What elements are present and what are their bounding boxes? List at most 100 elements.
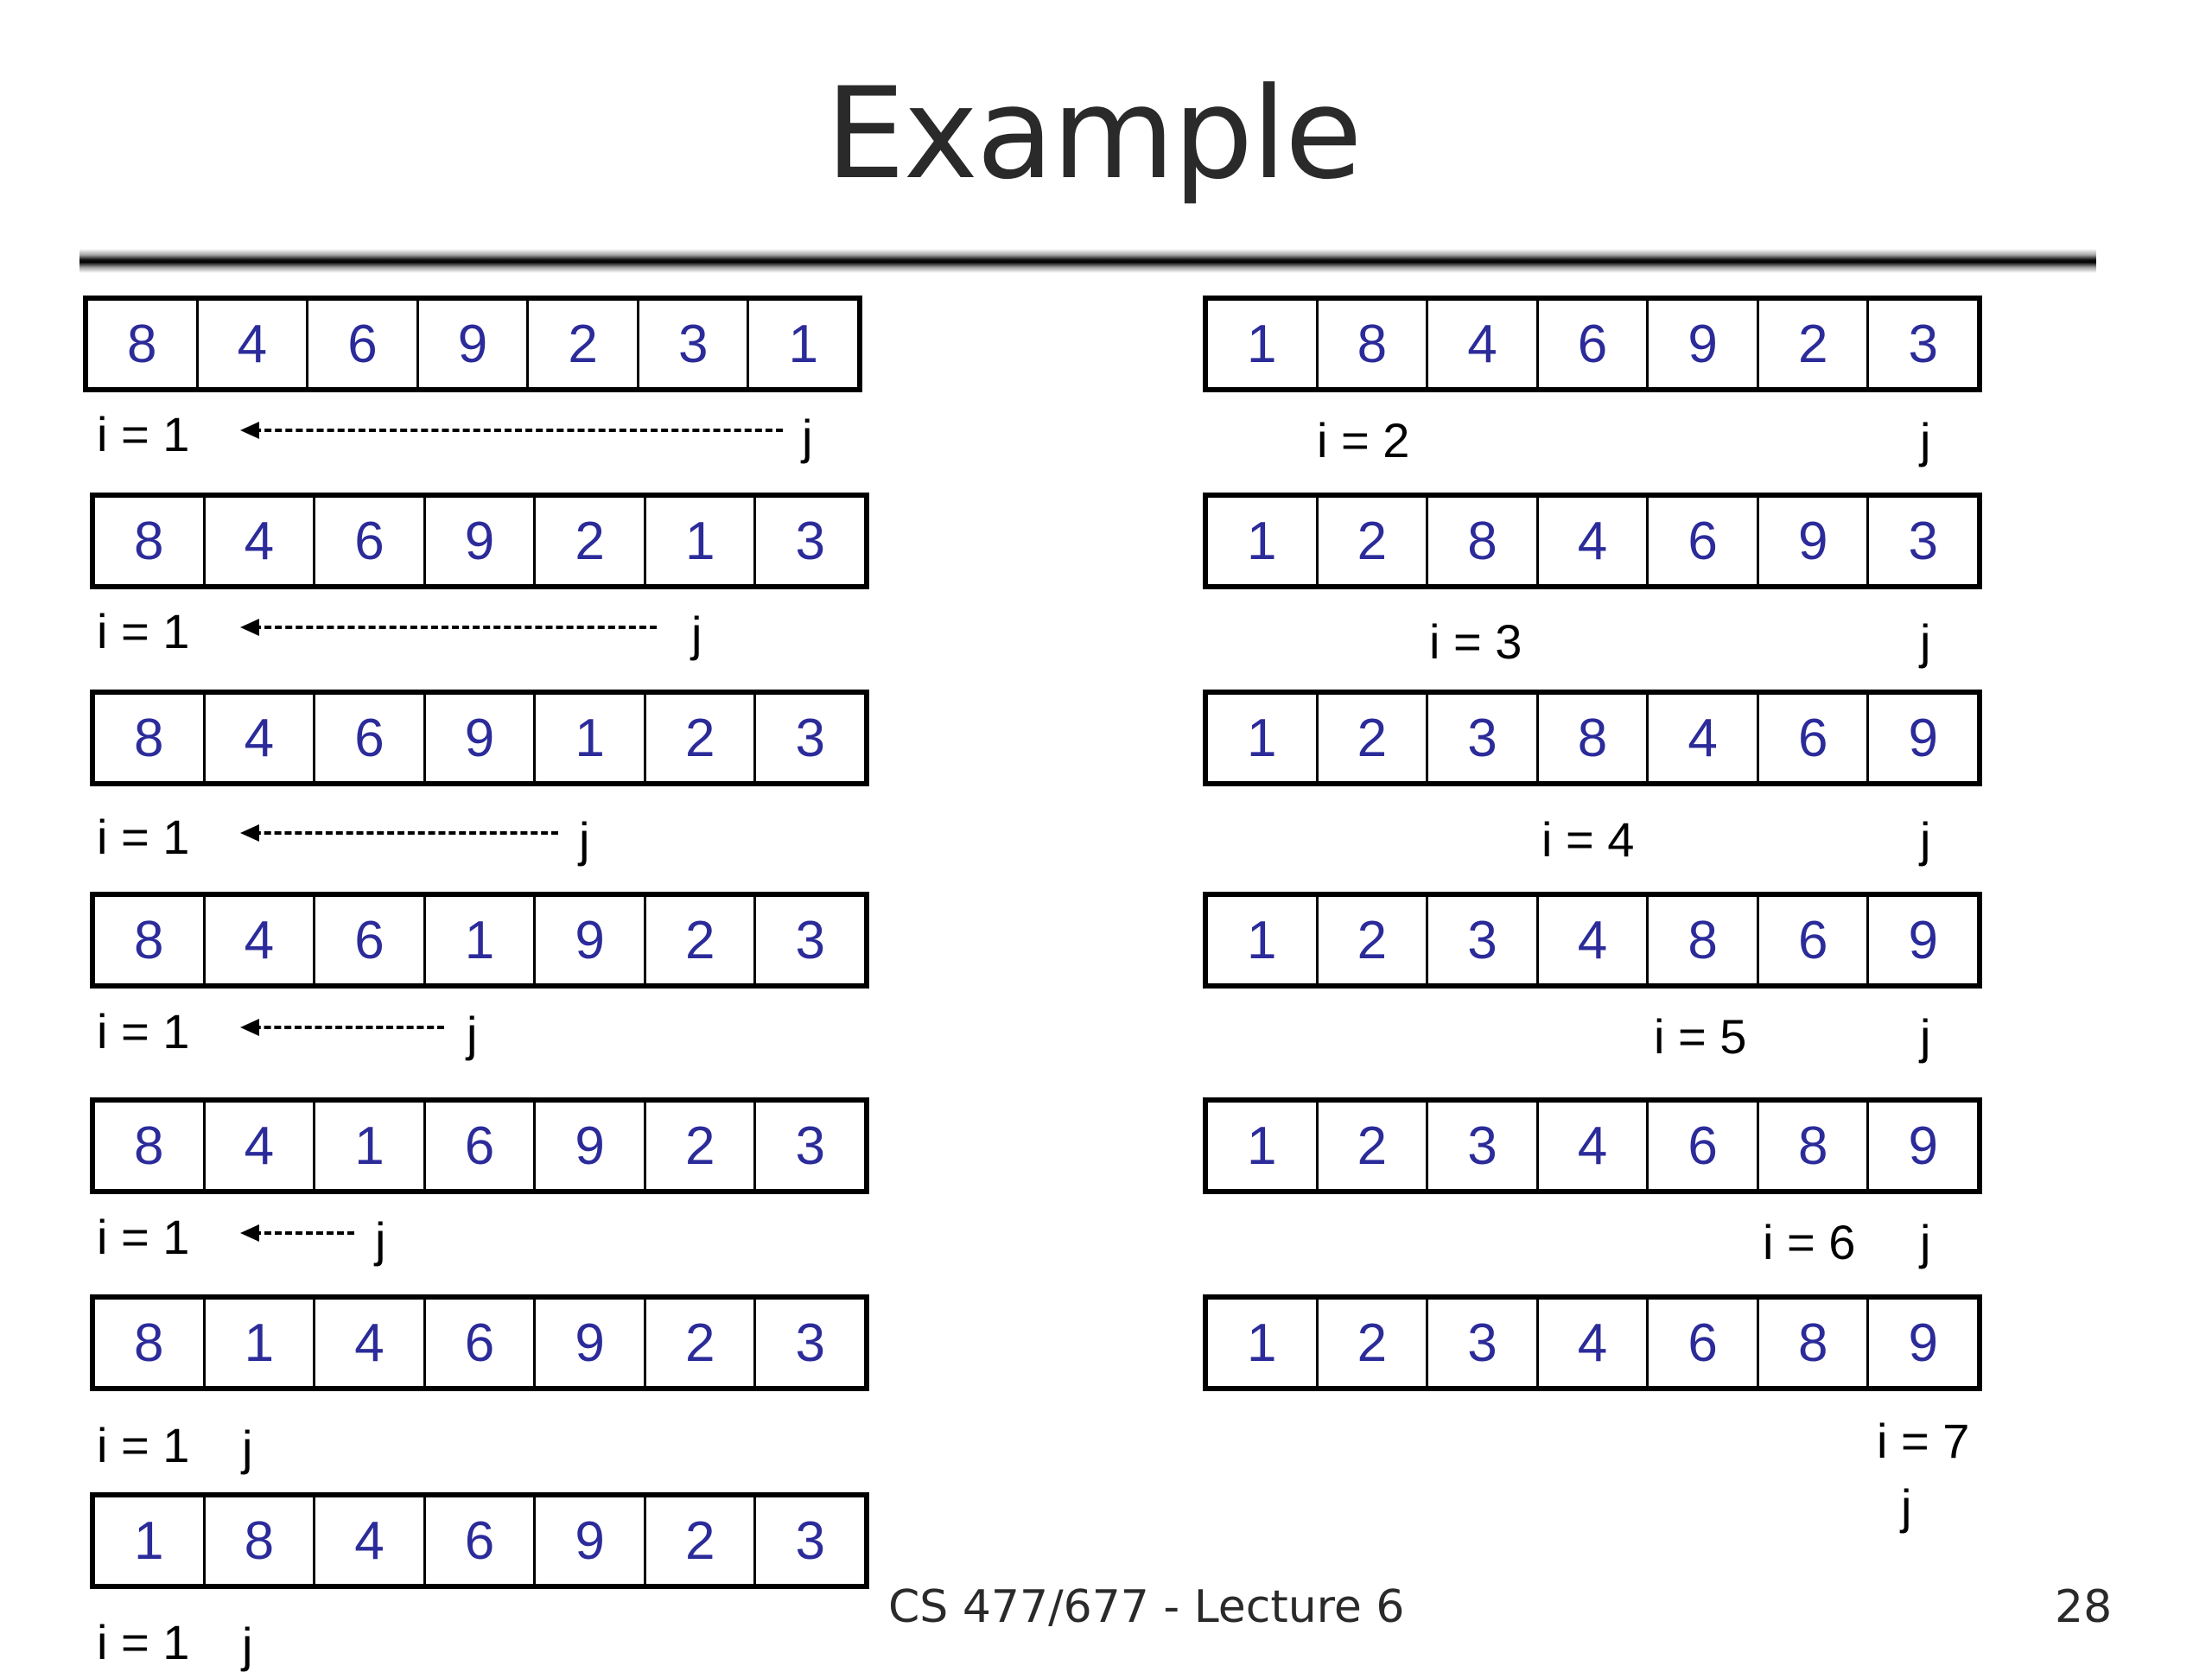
array-cell: 1 (315, 1103, 426, 1189)
array-cell: 3 (795, 1510, 825, 1571)
array-cell: 2 (646, 1103, 757, 1189)
index-j-label: j (1920, 1215, 1931, 1269)
array-cell: 2 (529, 301, 639, 387)
array-cell: 1 (1208, 897, 1319, 983)
array-cell: 1 (646, 498, 757, 584)
index-j-label: j (1920, 1009, 1931, 1064)
array-cell: 6 (315, 498, 426, 584)
array-cell: 6 (308, 301, 419, 387)
array-cell: 2 (1319, 695, 1429, 781)
index-i-label: i = 5 (1654, 1009, 1747, 1064)
array-cell: 1 (1208, 695, 1319, 781)
array-cell: 8 (95, 897, 206, 983)
array-cell: 2 (536, 498, 646, 584)
array-cell: 4 (206, 695, 316, 781)
array-cell: 8 (95, 1300, 206, 1386)
array-cell: 3 (795, 910, 825, 970)
index-i-label: i = 1 (97, 407, 190, 461)
array-cell: 9 (426, 498, 537, 584)
array-cell: 9 (1908, 708, 1938, 768)
array-cell: 9 (1908, 1313, 1938, 1373)
array-cell: 4 (1539, 498, 1649, 584)
scan-direction-arrow (240, 1019, 444, 1036)
array-cell: 1 (206, 1300, 316, 1386)
index-i-label: i = 2 (1317, 413, 1410, 467)
index-i-label: i = 6 (1763, 1215, 1856, 1269)
scan-direction-arrow (240, 619, 657, 636)
array-cell: 9 (536, 1300, 646, 1386)
array-cell: 3 (1428, 1103, 1539, 1189)
index-i-label: i = 1 (97, 1210, 190, 1264)
array-cell: 8 (95, 498, 206, 584)
array-cell: 8 (1759, 1103, 1870, 1189)
index-j-label: j (242, 1421, 253, 1475)
array-cell: 3 (795, 511, 825, 571)
array-cell: 4 (1539, 1300, 1649, 1386)
array-cell: 8 (1319, 301, 1429, 387)
index-j-label: j (375, 1212, 386, 1267)
index-j-label: j (1901, 1479, 1912, 1534)
index-i-label: i = 1 (97, 604, 190, 658)
array-cell: 2 (1319, 1300, 1429, 1386)
array-cell: 6 (426, 1103, 537, 1189)
array-cell: 3 (1428, 1300, 1539, 1386)
array-cell: 4 (199, 301, 309, 387)
index-j-label: j (242, 1618, 253, 1672)
array-cell: 9 (1759, 498, 1870, 584)
array-cell: 8 (88, 301, 199, 387)
array-cell: 1 (95, 1497, 206, 1584)
index-i-label: i = 3 (1429, 614, 1522, 669)
array-cell: 6 (315, 897, 426, 983)
slide-title: Example (825, 60, 1362, 207)
array-cell: 9 (1908, 1116, 1938, 1176)
array-cell: 2 (1319, 897, 1429, 983)
array-cell: 2 (646, 1300, 757, 1386)
index-i-label: i = 1 (97, 810, 190, 864)
array-cell: 3 (1428, 695, 1539, 781)
index-j-label: j (579, 812, 590, 867)
array-cell: 3 (795, 1116, 825, 1176)
array-cell: 4 (1539, 897, 1649, 983)
array-cell: 1 (1208, 1300, 1319, 1386)
index-i-label: i = 4 (1541, 812, 1635, 867)
array-cell: 6 (426, 1497, 537, 1584)
array-cell: 9 (536, 897, 646, 983)
array-cell: 8 (1649, 897, 1759, 983)
array-cell: 3 (795, 1313, 825, 1373)
scan-direction-arrow (240, 1224, 354, 1242)
array-cell: 8 (1428, 498, 1539, 584)
array-cell: 1 (1208, 1103, 1319, 1189)
array-cell: 4 (1428, 301, 1539, 387)
array-cell: 2 (1319, 498, 1429, 584)
index-i-label: i = 1 (97, 1004, 190, 1059)
array-cell: 3 (795, 708, 825, 768)
array-cell: 3 (639, 301, 750, 387)
scan-direction-arrow (240, 422, 783, 439)
array-cell: 6 (426, 1300, 537, 1386)
index-i-label: i = 1 (97, 1418, 190, 1472)
array-cell: 8 (1759, 1300, 1870, 1386)
array-cell: 6 (1759, 897, 1870, 983)
array-cell: 4 (206, 897, 316, 983)
array-cell: 1 (1208, 498, 1319, 584)
array-cell: 4 (206, 1103, 316, 1189)
footer-course: CS 477/677 - Lecture 6 (888, 1581, 1405, 1633)
array-cell: 9 (536, 1497, 646, 1584)
array-cell: 4 (1539, 1103, 1649, 1189)
index-j-label: j (691, 607, 702, 661)
footer-page-number: 28 (2055, 1581, 2113, 1633)
array-cell: 9 (1908, 910, 1938, 970)
array-cell: 6 (1539, 301, 1649, 387)
array-cell: 1 (1208, 301, 1319, 387)
array-cell: 6 (315, 695, 426, 781)
array-cell: 2 (646, 1497, 757, 1584)
